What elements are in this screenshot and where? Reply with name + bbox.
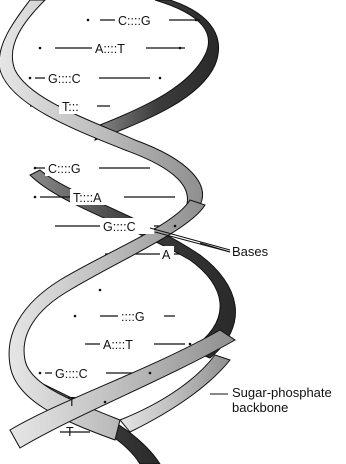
base-pair-13: T <box>66 425 74 439</box>
base-pair-12: T <box>68 395 76 409</box>
backbone-label-line2: backbone <box>232 400 288 415</box>
base-pair-9: ::::G <box>121 310 145 324</box>
base-pair-4: T::: <box>62 100 79 114</box>
bases-label: Bases <box>232 244 268 259</box>
base-pair-3: G::::C <box>48 72 81 86</box>
backbone-label-line1: Sugar-phosphate <box>232 385 332 400</box>
base-pair-11: G::::C <box>55 367 88 381</box>
base-pair-1: C::::G <box>118 14 151 28</box>
base-pair-8: A <box>162 248 171 262</box>
base-pair-7: G::::C <box>103 220 136 234</box>
base-pair-2: A::::T <box>95 42 125 56</box>
base-pair-6: T::::A <box>73 191 102 205</box>
base-pair-10: A::::T <box>103 338 133 352</box>
base-pair-5: C::::G <box>48 162 81 176</box>
